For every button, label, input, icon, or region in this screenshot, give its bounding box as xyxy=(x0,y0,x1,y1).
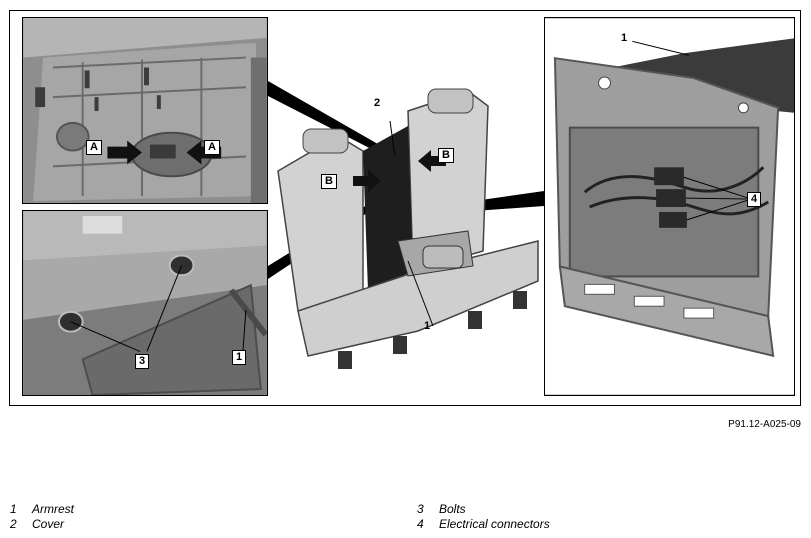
arrow-b-right xyxy=(418,150,446,172)
figure-reference: P91.12-A025-09 xyxy=(728,419,801,430)
legend-label: Cover xyxy=(32,517,65,531)
legend-num: 1 xyxy=(10,502,17,516)
bolt-left xyxy=(57,310,84,333)
callout-1-armrest: 1 xyxy=(424,320,431,332)
arrow-b-left xyxy=(353,170,381,192)
clips-detail-drawing xyxy=(23,18,267,203)
callout-3-bolts: 3 xyxy=(135,354,150,369)
legend-label: Armrest xyxy=(32,502,74,516)
callout-1-left: 1 xyxy=(232,350,247,365)
connector-2 xyxy=(656,189,686,207)
illustration-frame: A A 3 1 xyxy=(9,10,801,406)
legend-label: Electrical connectors xyxy=(439,517,550,531)
legend-num: 3 xyxy=(417,502,424,516)
legend-num: 2 xyxy=(10,517,17,531)
rear-seat-drawing xyxy=(277,88,539,369)
detail-panel-clips xyxy=(22,17,268,204)
rear-seat-illustration xyxy=(268,81,544,381)
bolt-right xyxy=(168,254,195,277)
bolts-detail-drawing xyxy=(23,211,267,395)
callout-2-cover: 2 xyxy=(374,97,381,109)
legend-item-electrical-connectors: 4 Electrical connectors xyxy=(417,517,550,532)
callout-b-left: B xyxy=(321,174,337,189)
callout-b-right: B xyxy=(438,148,454,163)
legend-item-armrest: 1 Armrest xyxy=(10,502,74,517)
connector-1 xyxy=(654,167,684,186)
connector-3 xyxy=(659,211,687,228)
callout-4-connectors: 4 xyxy=(747,192,762,207)
callout-a-right: A xyxy=(204,140,220,155)
legend-num: 4 xyxy=(417,517,424,531)
legend-label: Bolts xyxy=(439,502,466,516)
callout-a-left: A xyxy=(86,140,102,155)
callout-1-right: 1 xyxy=(621,32,628,44)
legend-item-cover: 2 Cover xyxy=(10,517,64,532)
legend-item-bolts: 3 Bolts xyxy=(417,502,466,517)
